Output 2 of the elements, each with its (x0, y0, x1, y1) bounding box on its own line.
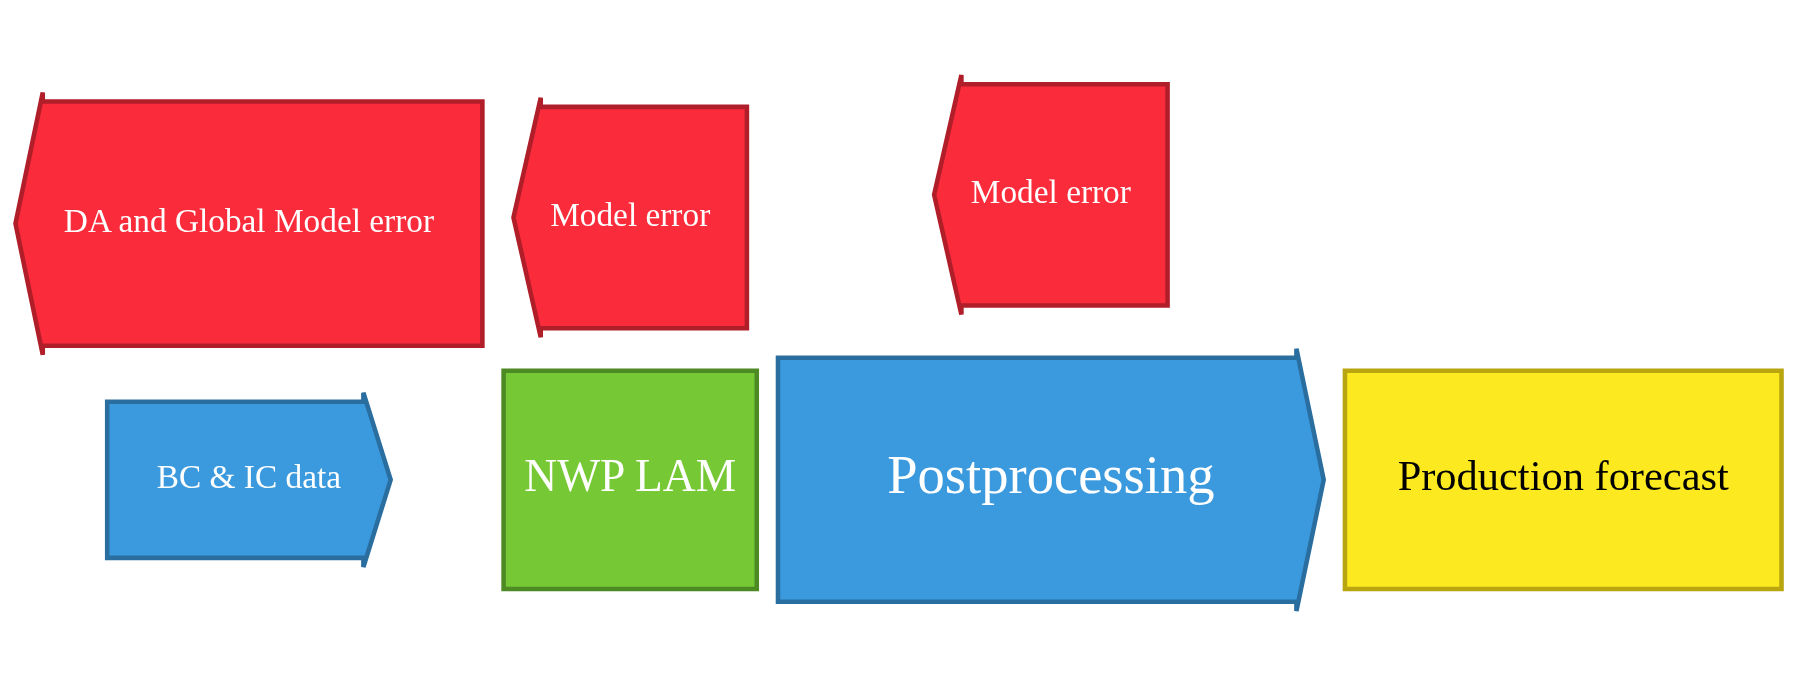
node-box: Production forecast (1342, 367, 1784, 591)
node-box: NWP LAM (501, 367, 760, 591)
